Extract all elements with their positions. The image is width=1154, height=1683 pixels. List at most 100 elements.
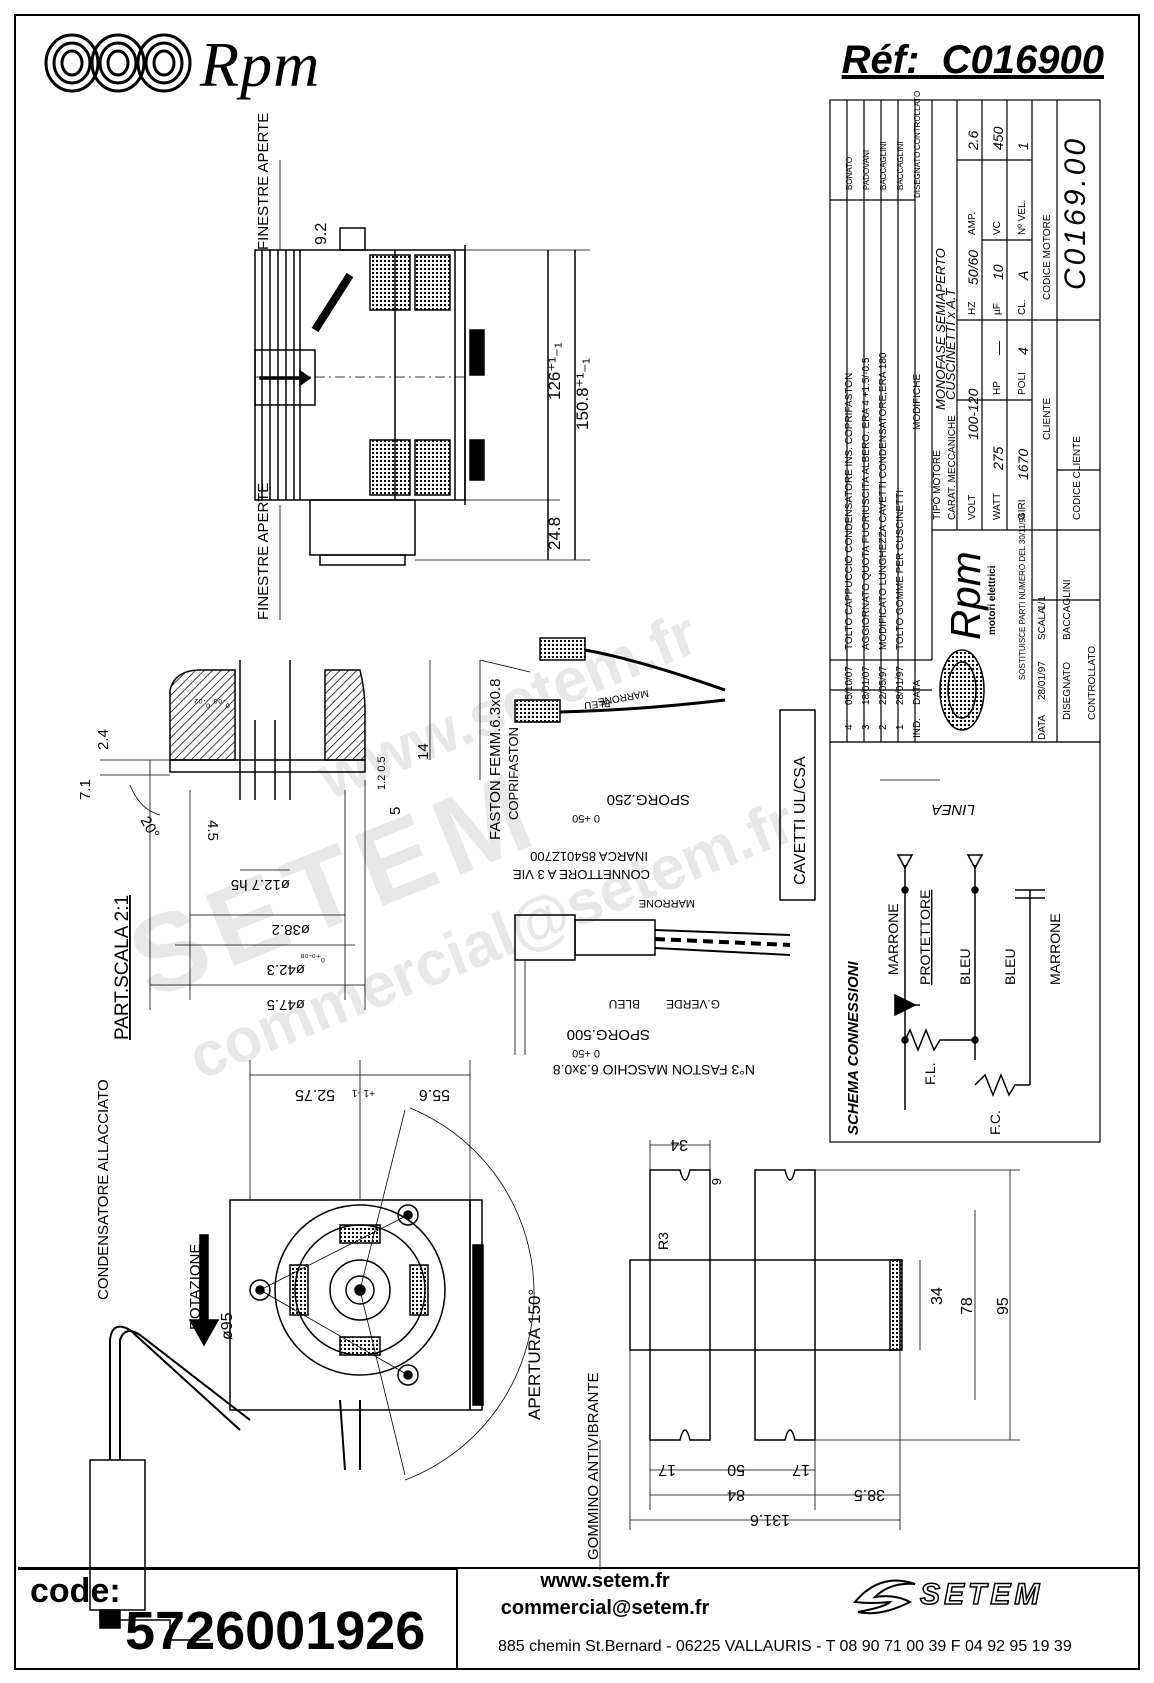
sporg-250-label: SPORG.250 [607,791,690,808]
dim-38-5: 38.5 [854,1486,885,1503]
rev-3-number: 3 [861,724,872,730]
dim-5: 5 [387,807,404,815]
giri-value: 1670 [1015,449,1031,480]
tipo-motore-label: TIPO MOTORE [932,450,943,520]
faston-male-label: N°3 FASTON MASCHIO 6.3x0.8 [553,1062,755,1078]
dim-24-8: 24.8 [545,517,564,550]
hp-label: HP [992,381,1003,395]
dim-9-2: 9.2 [313,223,330,245]
scala-label: SCALA [1037,607,1048,640]
condensatore-label: CONDENSATORE ALLACCIATO [95,1079,112,1300]
rev-4-number: 4 [844,724,855,730]
rev-1-who: BACCAGLINI [896,142,905,190]
rev-4-date: 05/10/07 [844,666,855,705]
disegnato-value: BACCAGLINI [1062,579,1073,640]
volt-label: VOLT [967,495,978,520]
dim-50: 50 [727,1461,745,1478]
cl-value: A [1015,271,1031,281]
mounting-bracket-view [629,1140,1020,1530]
inarca-label: INARCA 85401Z700 [530,849,648,864]
rev-3-date: 18/01/07 [861,666,872,705]
g-verde-label: G.VERDE [666,997,720,1011]
dim-55-6: 55.6 [419,1086,450,1103]
company-address: 885 chemin St.Bernard - 06225 VALLAURIS … [498,1638,1072,1655]
windows-open-top-label: FINESTRE APERTE [255,113,272,250]
hp-value: — [990,341,1006,355]
dim-17-left: 17 [658,1461,676,1478]
angle-20: 20° [137,814,163,842]
schema-title: SCHEMA CONNESSIONI [845,961,862,1135]
dim-14: 14 [415,743,432,760]
schema-marrone-2: MARRONE [1047,913,1063,985]
rev-1-text: TOLTO GOMME PER CUSCINETTI [895,490,906,650]
volt-value: 100-120 [965,388,981,440]
dim-4-5: 4.5 [204,820,221,841]
dim-150-8: 150.8⁺¹₋₁ [573,358,592,430]
cliente-label: CLIENTE [1042,397,1053,440]
uf-label: µF [992,303,1003,315]
radius-r3: R3 [655,1232,671,1250]
code-value: 5726001926 [125,1601,426,1661]
disegnato-label: DISEGNATO [1062,662,1073,720]
data-value: 28/01/97 [1037,661,1048,700]
faston-female-label: FASTON FEMM.6.3x0.8 [487,679,504,840]
rev-1-number: 1 [895,724,906,730]
tipo-motore-value: MONOFASE SEMIAPERTO [933,248,948,410]
coprifaston-label: COPRIFASTON [506,727,521,820]
reference-number: Réf: C016900 [841,38,1104,82]
hz-label: HZ [967,302,978,315]
dim-47-5: ø47.5 [267,996,305,1013]
diameter-95: ø95 [219,1312,236,1340]
title-block-brand-sub: motori elettrici [987,565,998,635]
protettore-label: PROTETTORE [917,890,933,985]
tol-shaft: ⁰.₀₀ ⁰.₀₂ [194,697,230,709]
col-disegnato: DISEGNATO [913,152,922,198]
controllato-label: CONTROLLATO [1087,646,1098,720]
codice-cliente-label: CODICE CLIENTE [1072,436,1083,520]
dim-2-4: 2.4 [95,729,112,750]
col-controllato: CONTROLLATO [913,91,922,150]
rev-2-date: 22/05/97 [878,666,889,705]
title-block-brand: Rpm [942,551,989,640]
codice-motore-value: C0169.00 [1059,136,1092,290]
dim-84: 84 [727,1486,745,1503]
windows-open-bottom-label: FINESTRE APERTE [255,483,272,620]
hz-value: 50/60 [965,250,981,285]
rpm-coil-logo [44,33,192,93]
linea-label: LINEA [932,801,975,818]
tol-55-6: +1 -1 [351,1087,375,1098]
rev-3-who: PADOVANI [862,150,871,190]
col-ind: IND. [912,718,923,738]
tol-250: 0 +50 [572,812,600,824]
dim-95: 95 [995,1297,1012,1315]
website-link[interactable]: www.setem.fr [540,1570,670,1592]
amp-label: AMP. [967,212,978,235]
poli-label: POLI [1017,372,1028,395]
wire-bleu-label: BLEU [584,697,611,710]
dim-7-1: 7.1 [77,779,94,800]
dim-38-2: ø38.2 [272,921,310,938]
dim-34-top: 34 [670,1136,688,1153]
dim-1-2: 1.2 0.5 [376,756,388,790]
watt-label: WATT [992,493,1003,520]
detail-scale-title: PART.SCALA 2:1 [112,895,133,1040]
giri-label: GIRI [1017,499,1028,520]
dim-6: 6 [709,1178,724,1185]
motor-front-view [89,1060,601,1641]
rev-2-who: BACCAGLINI [879,142,888,190]
title-block [829,99,1101,1143]
fc-label: F.C. [987,1110,1003,1135]
cl-label: CL. [1017,299,1028,315]
carat-value: CUSCINETTI x A.T [943,287,958,400]
setem-brand-text: SETEM [919,1577,1044,1612]
schema-bleu-2: BLEU [1002,948,1018,985]
dim-42-3: ø42.3 [267,961,305,978]
dim-34-side: 34 [929,1287,946,1305]
vc-value: 450 [990,126,1006,150]
sostituisce-label: SOSTITUISCE PARTI NUMERO DEL 30/11/94 [1018,513,1027,680]
drawing-frame [14,14,1140,1670]
code-box [18,1568,458,1668]
carat-label: CARAT. MECCANICHE [947,415,958,520]
email-link[interactable]: commercial@setem.fr [500,1597,710,1619]
rev-1-date: 28/01/97 [895,666,906,705]
